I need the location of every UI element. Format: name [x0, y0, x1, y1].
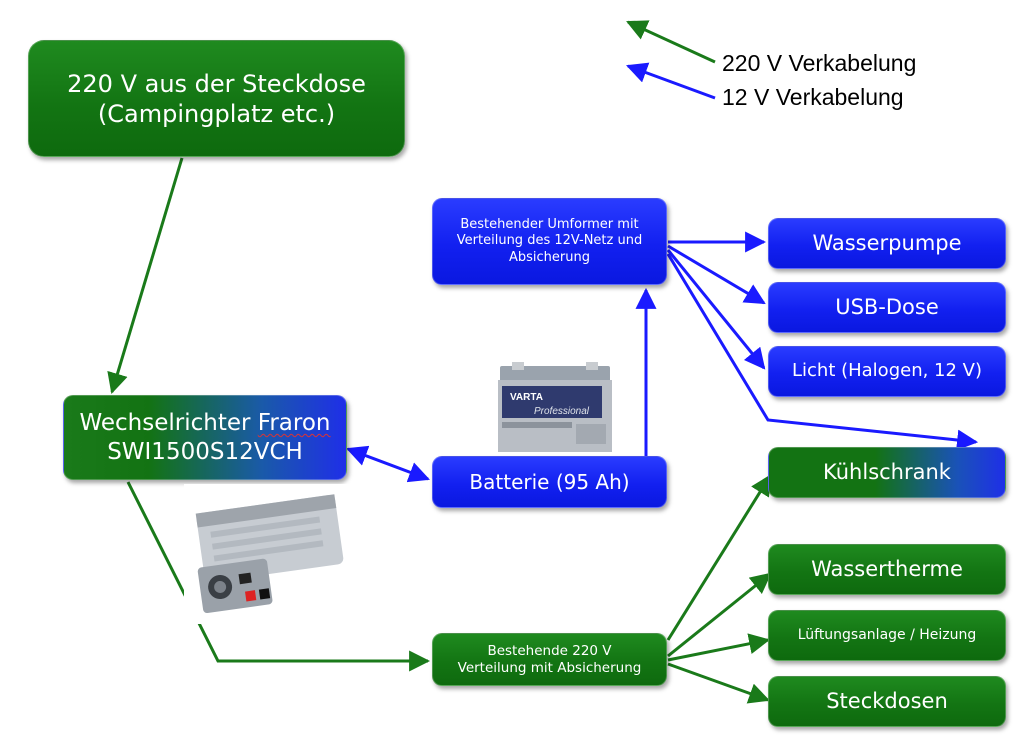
inverter-node: Wechselrichter Fraron SWI1500S12VCH	[63, 395, 347, 480]
ventilation-node: Lüftungsanlage / Heizung	[768, 610, 1006, 661]
inverter-to-ac-distribution-line	[126, 481, 431, 672]
light-node: Licht (Halogen, 12 V)	[768, 346, 1006, 397]
ac-distribution-node: Bestehende 220 V Verteilung mit Absicher…	[432, 633, 667, 686]
ac-to-ventilation-line	[667, 633, 771, 662]
inverter-model: SWI1500S12VCH	[107, 438, 303, 465]
battery-image: VARTA Professional	[498, 362, 612, 452]
inverter-battery-line	[346, 445, 430, 483]
inverter-prefix: Wechselrichter	[79, 409, 258, 436]
socket-to-inverter-line	[107, 157, 184, 395]
socket-node: 220 V aus der Steckdose (Campingplatz et…	[28, 40, 405, 157]
legend-ac-arrow	[626, 20, 716, 64]
battery-node: Batterie (95 Ah)	[432, 456, 667, 508]
legend-dc-label: 12 V Verkabelung	[722, 84, 904, 110]
ac-to-boiler-line	[667, 572, 772, 658]
legend-dc-arrow	[626, 62, 716, 100]
converter-to-light-line	[666, 249, 766, 370]
inverter-image	[184, 484, 352, 624]
battery-line-text: Professional	[534, 406, 590, 417]
inverter-brand: Fraron	[257, 409, 331, 436]
ac-to-fridge-line	[666, 474, 772, 641]
converter-node: Bestehender Umformer mit Verteilung des …	[432, 198, 667, 285]
usb-node: USB-Dose	[768, 282, 1006, 333]
legend-ac-label: 220 V Verkabelung	[722, 50, 917, 76]
pump-node: Wasserpumpe	[768, 218, 1006, 269]
inverter-title: Wechselrichter Fraron	[79, 409, 330, 438]
ac-to-outlets-line	[667, 662, 770, 704]
converter-to-fridge-line	[666, 253, 979, 451]
converter-to-usb-line	[667, 244, 766, 305]
boiler-node: Wassertherme	[768, 544, 1006, 595]
fridge-node: Kühlschrank	[768, 447, 1006, 498]
outlets-node: Steckdosen	[768, 676, 1006, 727]
battery-brand-text: VARTA	[510, 392, 543, 403]
